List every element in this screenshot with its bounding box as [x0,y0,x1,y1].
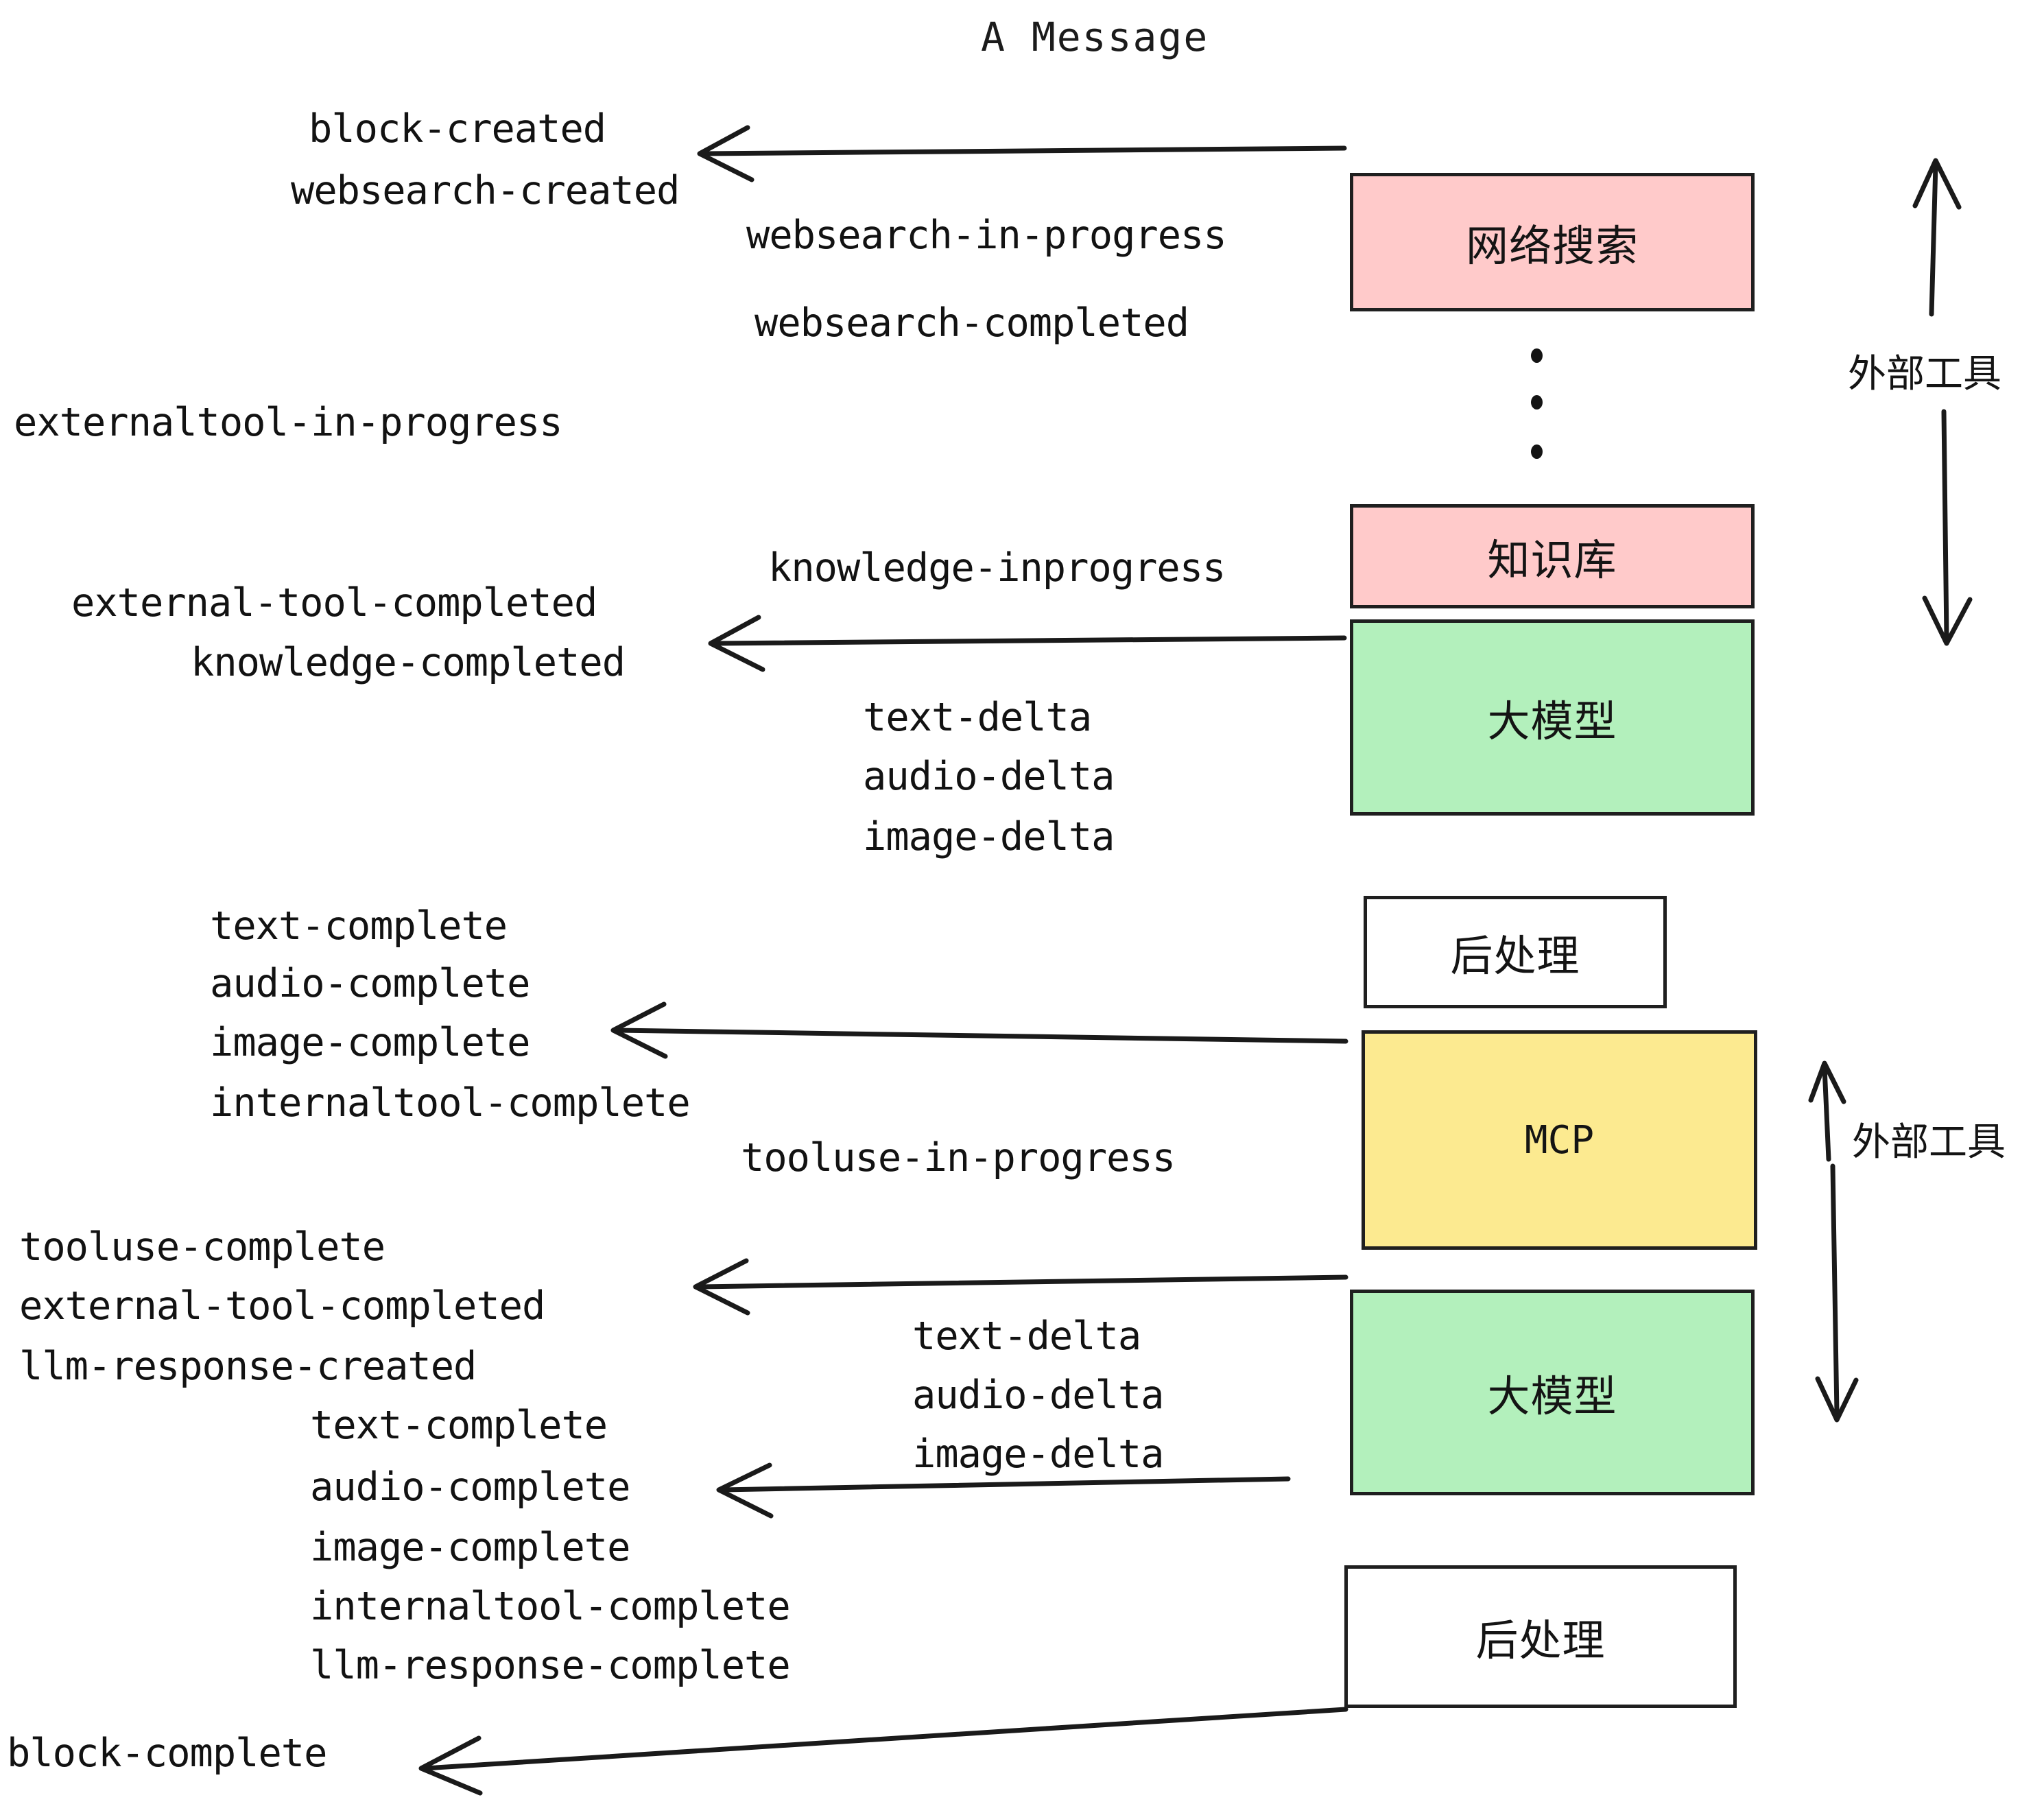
box-llm-first-label: 大模型 [1487,696,1617,746]
box-mcp-label: MCP [1524,1117,1595,1163]
box-postprocess-first[interactable]: 后处理 [1364,896,1667,1008]
event-websearch-in-progress: websearch-in-progress [746,213,1227,258]
box-knowledge[interactable]: 知识库 [1350,504,1755,608]
box-postprocess-second[interactable]: 后处理 [1344,1565,1737,1708]
box-postprocess-second-label: 后处理 [1475,1615,1606,1665]
external-tools-bracket-top [1912,158,1973,646]
box-llm-second[interactable]: 大模型 [1350,1290,1755,1495]
box-llm-second-label: 大模型 [1487,1371,1617,1421]
box-websearch-label: 网络搜索 [1465,221,1639,271]
event-text-complete-2: text-complete [310,1403,608,1448]
box-postprocess-first-label: 后处理 [1450,931,1580,981]
event-audio-complete-2: audio-complete [310,1464,630,1510]
arrow-image-complete [610,1001,1348,1059]
side-label-external-tools-bottom: 外部工具 [1852,1120,2006,1165]
event-audio-complete-1: audio-complete [210,961,530,1006]
event-image-delta-1: image-delta [863,814,1115,859]
arrow-tooluse-complete [693,1258,1348,1316]
event-llm-response-created: llm-response-created [19,1344,477,1389]
box-knowledge-label: 知识库 [1487,535,1617,585]
event-image-delta-2: image-delta [912,1432,1164,1477]
event-websearch-created: websearch-created [291,168,680,213]
ellipsis-dot-1 [1531,348,1543,363]
ellipsis-dot-2 [1531,395,1543,410]
event-block-complete: block-complete [7,1731,327,1776]
event-text-complete-1: text-complete [210,903,508,949]
event-text-delta-1: text-delta [863,695,1092,740]
event-externaltool-in-progress: externaltool-in-progress [14,400,563,445]
external-tools-bracket-bottom [1808,1060,1859,1423]
event-text-delta-2: text-delta [912,1314,1141,1359]
event-tooluse-complete: tooluse-complete [19,1224,385,1270]
ellipsis-dot-3 [1531,444,1543,459]
arrow-knowledge-completed [708,615,1347,672]
arrow-block-created [697,125,1347,182]
event-external-tool-completed-2: external-tool-completed [19,1283,545,1329]
box-websearch[interactable]: 网络搜索 [1350,173,1755,311]
event-block-created: block-created [309,106,606,152]
box-llm-first[interactable]: 大模型 [1350,619,1755,816]
event-external-tool-completed-1: external-tool-completed [71,580,597,626]
event-audio-delta-1: audio-delta [863,754,1115,799]
event-audio-delta-2: audio-delta [912,1373,1164,1418]
side-label-external-tools-top: 外部工具 [1848,352,2001,396]
event-llm-response-complete: llm-response-complete [310,1643,791,1688]
arrow-block-complete [418,1707,1348,1796]
event-internaltool-complete-2: internaltool-complete [310,1584,791,1629]
event-internaltool-complete-1: internaltool-complete [210,1080,691,1126]
event-tooluse-in-progress: tooluse-in-progress [741,1135,1176,1180]
event-knowledge-inprogress: knowledge-inprogress [768,545,1226,591]
event-image-complete-2: image-complete [310,1525,630,1570]
page-title: A Message [981,14,1209,60]
event-image-complete-1: image-complete [210,1020,530,1065]
event-websearch-completed: websearch-completed [754,300,1189,346]
event-knowledge-completed: knowledge-completed [191,640,626,685]
box-mcp[interactable]: MCP [1362,1030,1757,1250]
